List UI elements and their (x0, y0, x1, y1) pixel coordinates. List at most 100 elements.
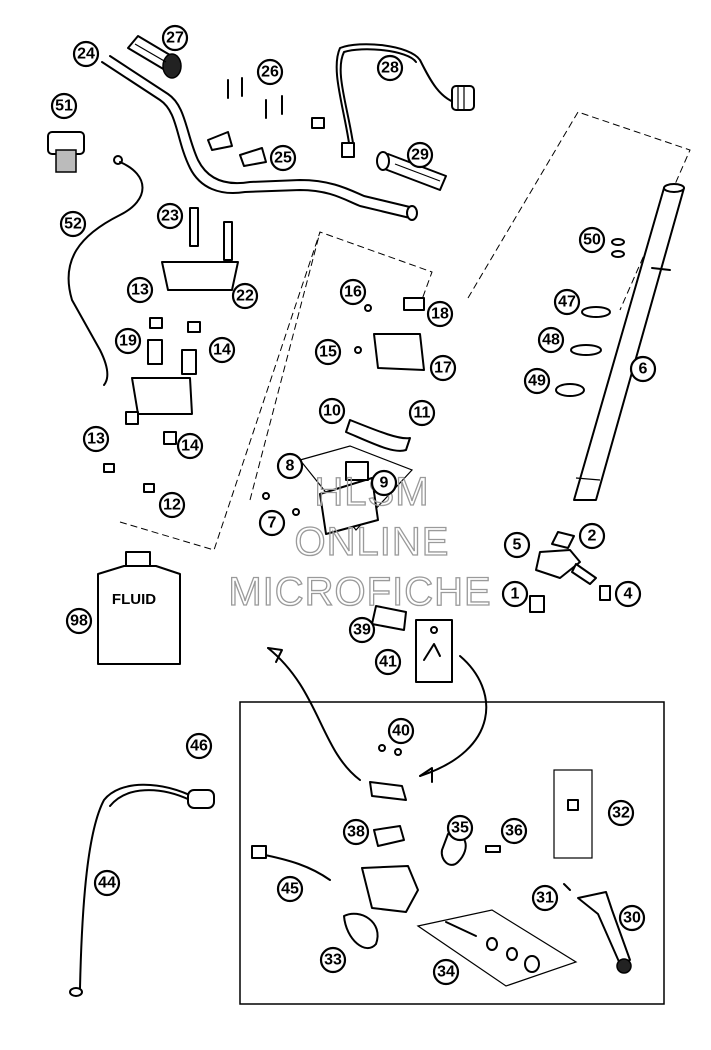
part-badge-22: 22 (231, 282, 259, 310)
svg-text:HLSM: HLSM (314, 470, 429, 514)
svg-text:2: 2 (588, 528, 597, 545)
part-badge-98: 98 (65, 607, 93, 635)
svg-text:MICROFICHE: MICROFICHE (228, 570, 491, 614)
part-badge-31: 31 (531, 884, 559, 912)
svg-text:13: 13 (87, 431, 105, 448)
left-grip (127, 35, 182, 79)
svg-text:49: 49 (528, 373, 546, 390)
upper-small-parts (371, 605, 453, 683)
hold-frame (249, 231, 321, 501)
svg-text:41: 41 (379, 654, 397, 671)
clamp-parts (345, 297, 425, 452)
part-badge-30: 30 (618, 904, 646, 932)
svg-text:39: 39 (353, 622, 371, 639)
svg-text:46: 46 (190, 738, 208, 755)
fork-tube (573, 183, 685, 501)
handlebar (101, 55, 418, 221)
part-badge-18: 18 (426, 300, 454, 328)
switch-assembly (262, 445, 414, 535)
svg-text:14: 14 (213, 342, 231, 359)
part-badge-15: 15 (314, 338, 342, 366)
svg-text:29: 29 (411, 147, 429, 164)
part-badge-6: 6 (629, 355, 657, 383)
fluid-label: FLUID (112, 591, 156, 608)
riser-bolts (189, 207, 233, 261)
svg-text:17: 17 (434, 360, 452, 377)
part-badge-33: 33 (319, 946, 347, 974)
svg-text:10: 10 (323, 403, 341, 420)
watermark: HLSM ONLINE MICROFICHE (228, 469, 492, 614)
part-badge-44: 44 (93, 869, 121, 897)
svg-text:18: 18 (431, 306, 449, 323)
part-badge-46: 46 (185, 732, 213, 760)
part-badge-39: 39 (348, 616, 376, 644)
part-badge-9: 9 (370, 469, 398, 497)
part-badge-5: 5 (503, 531, 531, 559)
svg-text:25: 25 (274, 150, 292, 167)
svg-text:38: 38 (347, 824, 365, 841)
master-cylinder-left (47, 131, 144, 386)
svg-text:34: 34 (437, 964, 455, 981)
svg-text:33: 33 (324, 952, 342, 969)
part-badge-36: 36 (500, 817, 528, 845)
svg-text:35: 35 (451, 820, 469, 837)
part-badge-28: 28 (376, 54, 404, 82)
part-badge-16: 16 (339, 278, 367, 306)
svg-text:44: 44 (98, 875, 116, 892)
svg-text:11: 11 (414, 405, 431, 422)
arrow-left (267, 647, 361, 781)
svg-text:19: 19 (119, 333, 137, 350)
part-badge-41: 41 (374, 648, 402, 676)
svg-text:1: 1 (511, 586, 520, 603)
part-badge-25: 25 (269, 144, 297, 172)
lever-holder (529, 531, 611, 613)
svg-text:50: 50 (583, 232, 601, 249)
svg-text:9: 9 (380, 475, 389, 492)
part-badge-14b: 14 (176, 432, 204, 460)
svg-text:28: 28 (381, 60, 399, 77)
svg-text:26: 26 (261, 64, 279, 81)
svg-text:15: 15 (319, 344, 337, 361)
svg-text:31: 31 (536, 890, 554, 907)
part-badge-8: 8 (276, 452, 304, 480)
arrow-right (419, 655, 488, 777)
lower-clamp-group (103, 261, 239, 493)
svg-text:7: 7 (268, 515, 277, 532)
svg-text:4: 4 (624, 586, 633, 603)
part-badge-49: 49 (523, 367, 551, 395)
part-badge-48: 48 (537, 326, 565, 354)
kit-parts (251, 744, 632, 987)
svg-text:13: 13 (131, 282, 149, 299)
part-badge-50: 50 (578, 226, 606, 254)
svg-text:22: 22 (236, 288, 254, 305)
sensor-cable (69, 783, 215, 997)
bar-clamps (207, 131, 267, 167)
kit-frame (239, 701, 665, 1005)
svg-text:8: 8 (286, 458, 295, 475)
part-badge-47: 47 (553, 288, 581, 316)
svg-text:27: 27 (166, 30, 184, 47)
svg-text:24: 24 (77, 46, 95, 63)
part-badge-38: 38 (342, 818, 370, 846)
part-badge-24: 24 (72, 40, 100, 68)
part-badge-4: 4 (614, 580, 642, 608)
part-badge-40: 40 (387, 717, 415, 745)
part-badge-17: 17 (429, 354, 457, 382)
part-badge-52: 52 (59, 210, 87, 238)
part-badge-34: 34 (432, 958, 460, 986)
fluid-bottle: FLUID (97, 551, 181, 665)
svg-text:6: 6 (639, 361, 648, 378)
svg-text:40: 40 (392, 723, 410, 740)
svg-text:52: 52 (64, 216, 82, 233)
fork-seals (555, 238, 625, 397)
part-badge-35: 35 (446, 814, 474, 842)
throttle-cable (311, 43, 475, 158)
svg-text:47: 47 (558, 294, 576, 311)
part-badge-23: 23 (156, 202, 184, 230)
part-badge-13a: 13 (126, 276, 154, 304)
part-badge-11: 11 (408, 399, 436, 427)
svg-text:32: 32 (612, 805, 630, 822)
part-badge-2: 2 (578, 522, 606, 550)
svg-text:14: 14 (181, 438, 199, 455)
